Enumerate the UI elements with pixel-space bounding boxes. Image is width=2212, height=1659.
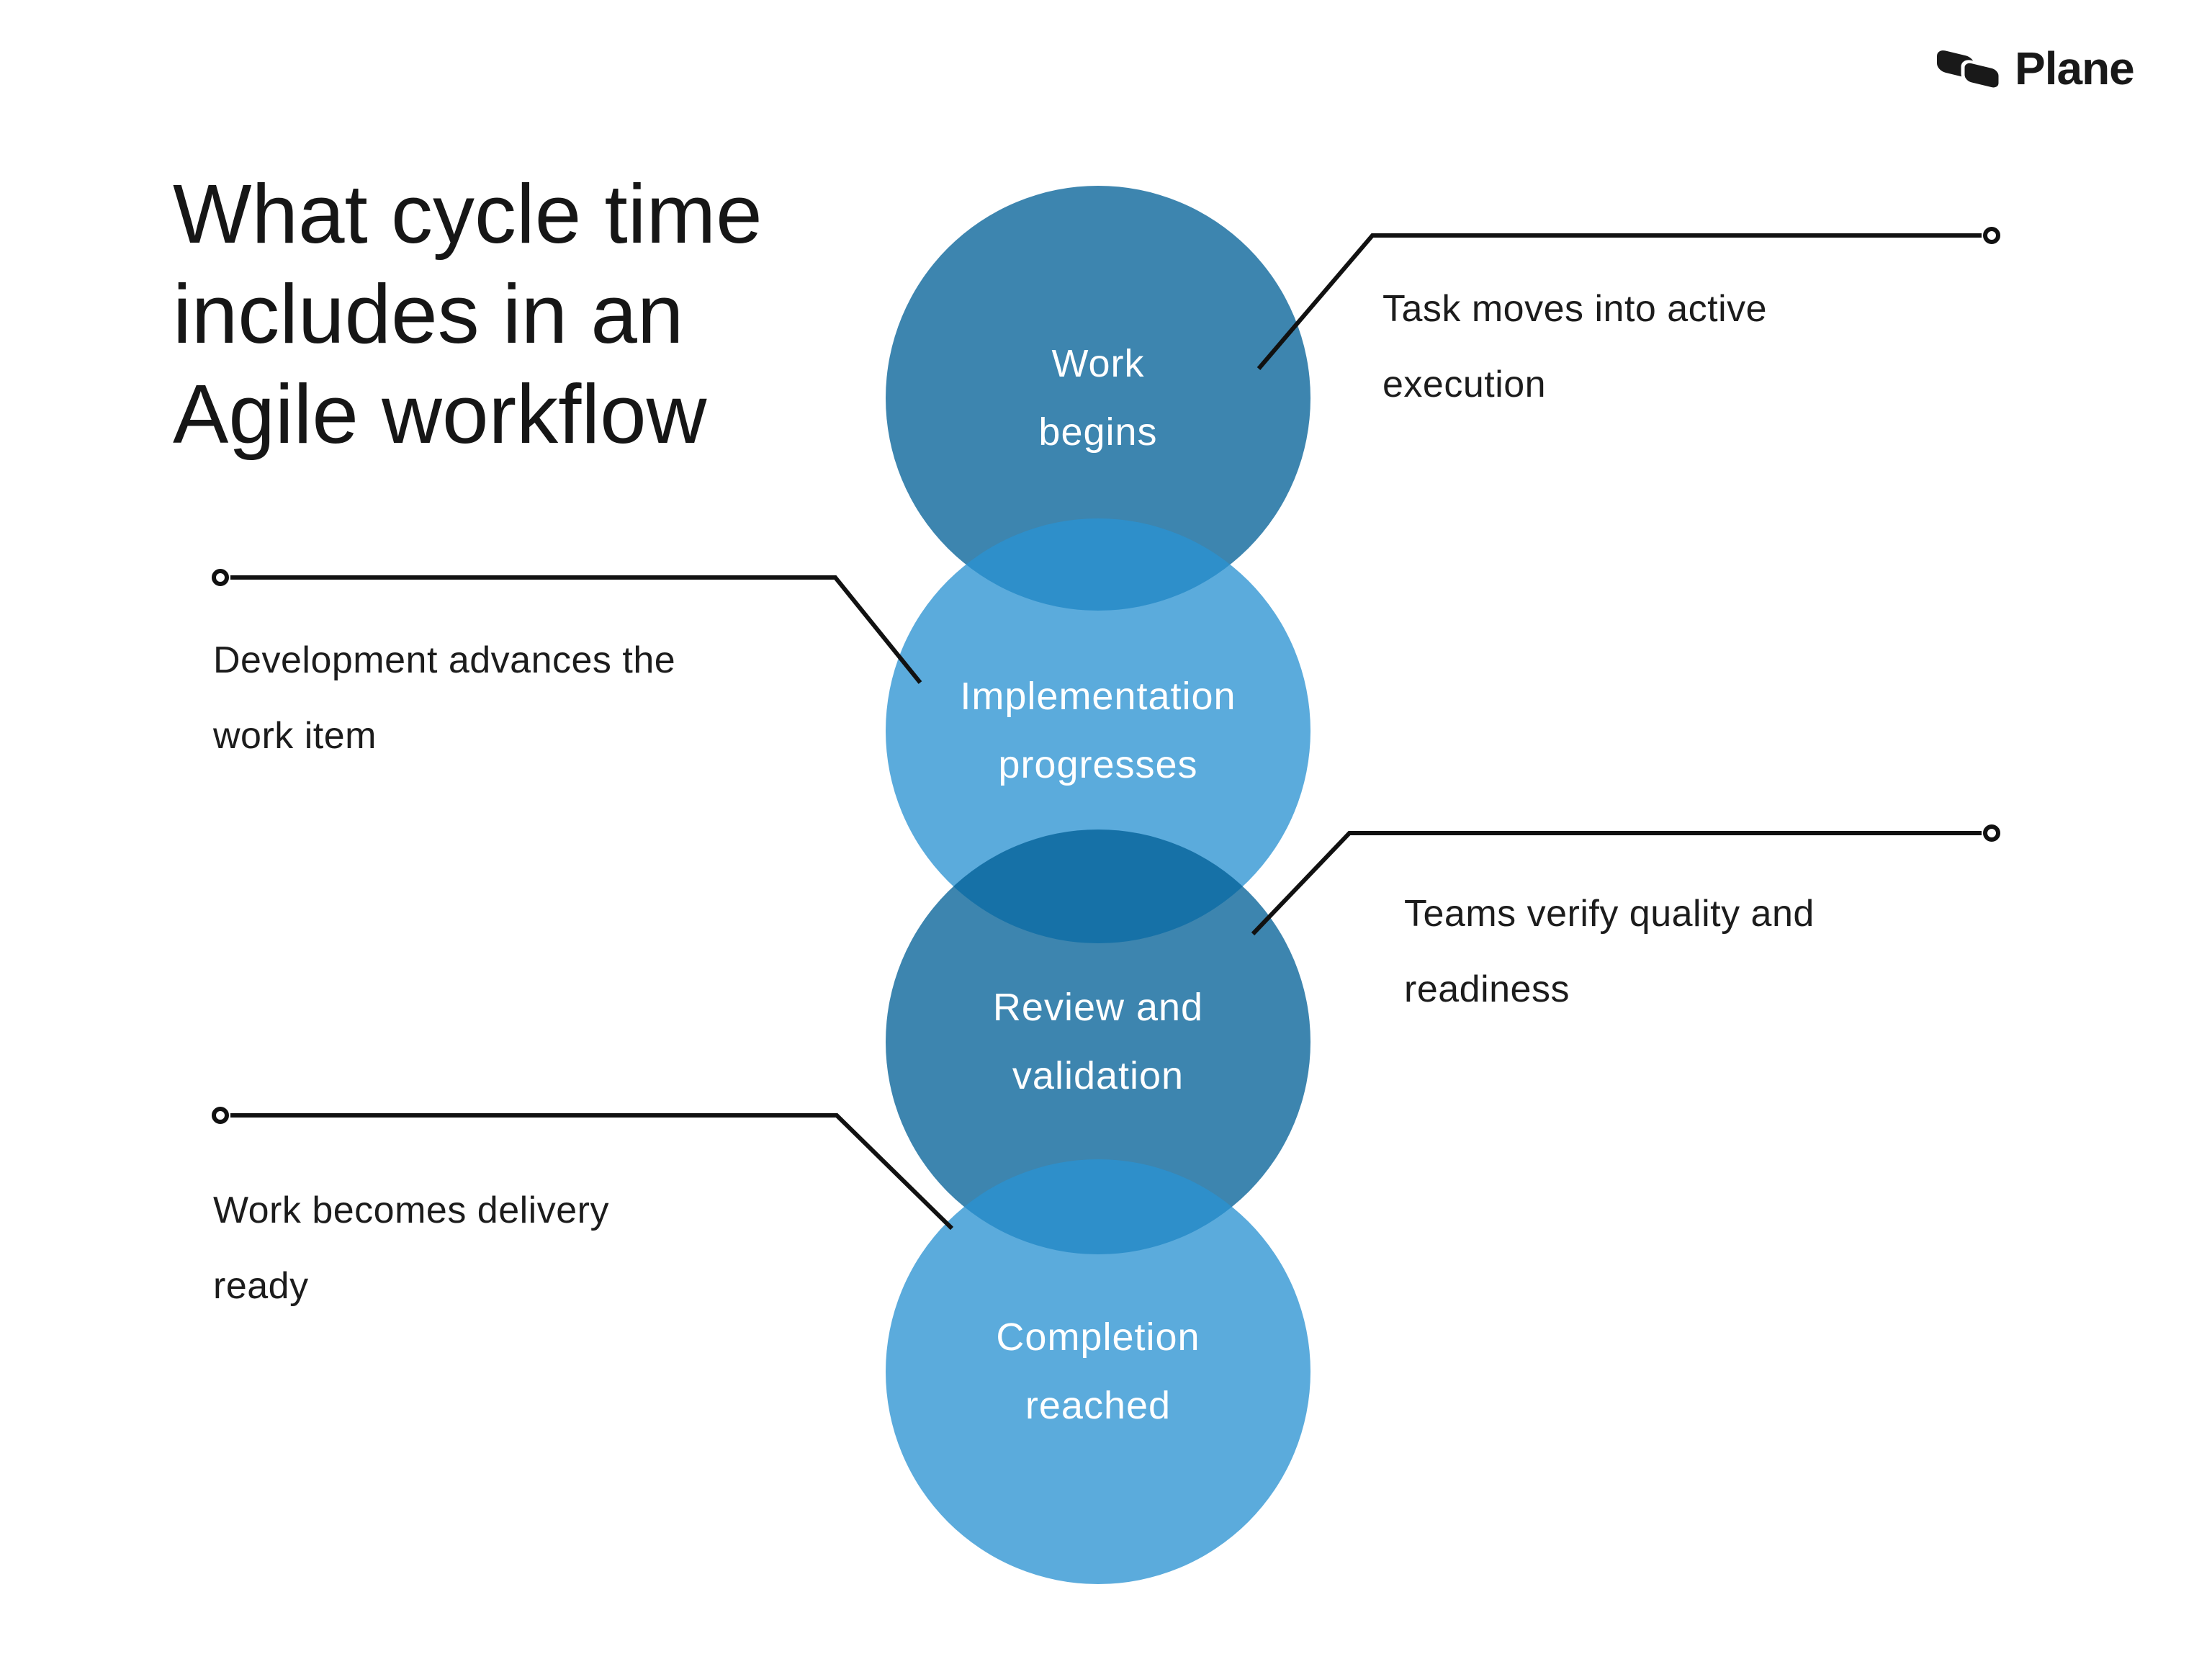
annotation-line: ready (213, 1265, 309, 1307)
brand-name: Plane (2015, 42, 2135, 94)
stage-label: Implementation progresses (886, 518, 1310, 943)
page-title-line: includes in an (173, 267, 684, 361)
endpoint-ring (1983, 227, 2000, 244)
annotation-line: work item (213, 715, 377, 757)
annotation-line: execution (1382, 364, 1547, 405)
annotation-line: Task moves into active (1382, 288, 1768, 330)
annotation-development-advances: Development advances the work item (213, 623, 675, 774)
stage-label-line: reached (1025, 1384, 1172, 1427)
brand-logo: Plane (1936, 42, 2135, 95)
stage-label-line: Work (1051, 342, 1145, 385)
page-title-line: Agile workflow (173, 367, 707, 461)
stage-label-line: begins (1038, 410, 1158, 454)
page-title: What cycle time includes in an Agile wor… (173, 164, 763, 464)
stage-label-line: progresses (998, 743, 1198, 786)
annotation-line: Work becomes delivery (213, 1190, 609, 1231)
endpoint-ring (212, 1107, 229, 1124)
stage-label: Review and validation (886, 830, 1310, 1254)
annotation-task-execution: Task moves into active execution (1382, 271, 1767, 423)
annotation-teams-verify: Teams verify quality and readiness (1404, 876, 1815, 1028)
stage-circle-completion-reached: Completion reached (886, 1159, 1310, 1584)
annotation-delivery-ready: Work becomes delivery ready (213, 1173, 609, 1324)
annotation-line: Teams verify quality and (1404, 893, 1815, 935)
stage-label-line: Review and (992, 986, 1204, 1029)
page-title-line: What cycle time (173, 167, 763, 261)
stage-label-line: Implementation (960, 675, 1236, 718)
stage-label: Work begins (886, 186, 1310, 611)
annotation-line: Development advances the (213, 639, 676, 681)
endpoint-ring (212, 569, 229, 586)
annotation-line: readiness (1404, 968, 1570, 1010)
plane-logo-icon (1937, 50, 2002, 91)
stage-label-line: validation (1012, 1054, 1184, 1097)
stage-label: Completion reached (886, 1159, 1310, 1584)
endpoint-ring (1983, 824, 2000, 842)
stage-label-line: Completion (996, 1316, 1200, 1359)
